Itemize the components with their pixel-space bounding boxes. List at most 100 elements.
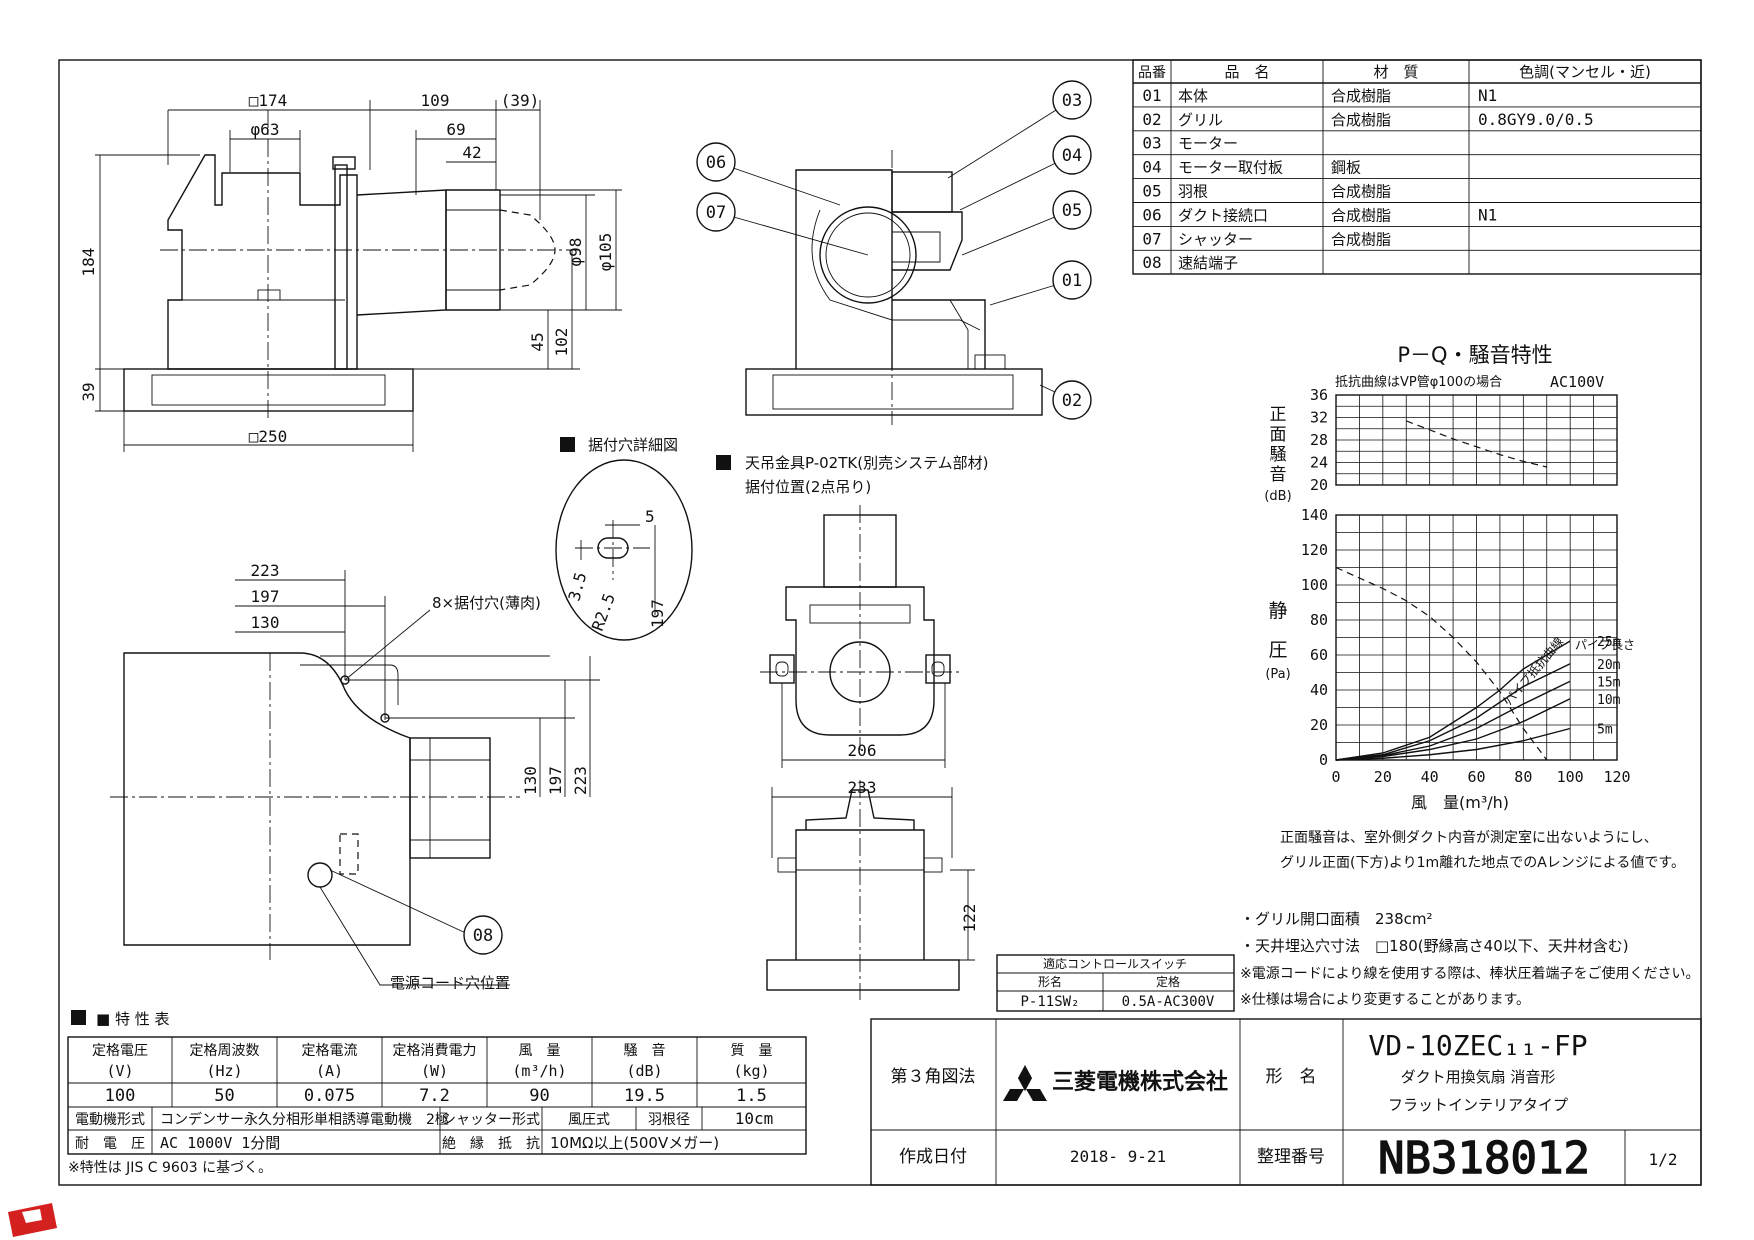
spec-shutter-value: 風圧式 (568, 1112, 610, 1128)
pq-ytick: 40 (1310, 681, 1328, 699)
spec-blade-value: 10cm (735, 1109, 774, 1128)
detail-dim-5: 5 (645, 507, 655, 526)
spec-header: 質 量 (731, 1043, 773, 1059)
spec-withstand-label: 耐 電 圧 (75, 1136, 145, 1152)
title-block: 第３角図法 三菱電機株式会社 形 名 VD-10ZEC₁₁-FP ダクト用換気扇… (870, 1018, 1702, 1186)
part-no: 08 (1142, 253, 1161, 272)
noise-ytick: 20 (1310, 476, 1328, 494)
callout-circle (1052, 190, 1092, 230)
pq-ytick: 60 (1310, 646, 1328, 664)
date-value: 2018- 9-21 (1070, 1147, 1166, 1166)
spec-unit: (dB) (626, 1062, 662, 1080)
model-number: VD-10ZEC₁₁-FP (1368, 1029, 1587, 1062)
note-grill-area: ・グリル開口面積 238cm² (1240, 910, 1433, 928)
spec-value: 1.5 (736, 1086, 767, 1106)
spec-blade-label: 羽根径 (648, 1112, 690, 1128)
pq-ylabel-2: 圧 (1268, 639, 1287, 661)
detail-dim-r25: R2.5 (588, 591, 619, 634)
chart-title: P－Q・騒音特性 (1397, 343, 1552, 367)
pq-chart: P－Q・騒音特性 抵抗曲線はVP管φ100の場合 AC100V 36322824… (1264, 343, 1635, 812)
pq-xtick: 80 (1514, 768, 1532, 786)
dim-sq250: □250 (249, 427, 288, 446)
spec-unit: (Hz) (206, 1062, 242, 1080)
spec-unit: (V) (106, 1062, 133, 1080)
dim-sq174: □174 (249, 91, 288, 110)
note-ceiling-hole: ・天井埋込穴寸法 □180(野縁高さ40以下、天井材含む) (1240, 937, 1629, 955)
spec-unit: (kg) (733, 1062, 769, 1080)
part-no: 01 (1142, 86, 1161, 105)
spec-header: 定格電圧 (92, 1043, 148, 1059)
part-material: 合成樹脂 (1331, 206, 1391, 224)
drawing-number: NB318012 (1378, 1133, 1590, 1184)
model-desc-2: フラットインテリアタイプ (1388, 1096, 1568, 1114)
dim-39: (39) (501, 91, 540, 110)
noise-curve (1406, 420, 1547, 468)
resistance-label-10m: 10m (1597, 693, 1621, 708)
spec-value: 90 (529, 1086, 549, 1106)
spec-header: 定格消費電力 (393, 1043, 477, 1059)
plan-dim-130-v: 130 (521, 766, 540, 795)
model-desc-1: ダクト用換気扇 消音形 (1401, 1068, 1556, 1086)
callout-05: 05 (1062, 201, 1082, 221)
spec-value: 100 (105, 1086, 136, 1106)
part-color: N1 (1478, 86, 1497, 105)
hanger-dim-122: 122 (960, 904, 979, 933)
detail-marker (560, 437, 575, 452)
noise-ytick: 24 (1310, 454, 1328, 472)
dim-109: 109 (421, 91, 450, 110)
brand-mark-icon (8, 1203, 57, 1237)
noise-ytick: 28 (1310, 431, 1328, 449)
parts-header-no: 品番 (1138, 65, 1166, 81)
company-name: 三菱電機株式会社 (1052, 1069, 1228, 1095)
spec-insulation-label: 絶 縁 抵 抗 (442, 1136, 540, 1152)
spec-withstand-value: AC 1000V 1分間 (160, 1134, 280, 1152)
resistance-curve (1335, 640, 1571, 761)
part-name: 本体 (1178, 87, 1208, 105)
callout-08: 08 (473, 926, 493, 946)
callout-circle (696, 142, 736, 182)
dim-102: 102 (552, 328, 571, 357)
hanger-subtitle: 据付位置(2点吊り) (745, 478, 871, 496)
dim-d105: φ105 (596, 233, 615, 272)
part-no: 06 (1142, 205, 1161, 224)
plan-dim-130: 130 (251, 613, 280, 632)
resistance-curve (1335, 663, 1571, 761)
detail-dim-197: 197 (648, 599, 667, 628)
part-name: 速結端子 (1178, 254, 1238, 272)
detail-title: 据付穴詳細図 (588, 436, 678, 454)
dim-39-base: 39 (79, 382, 98, 401)
note-noise-2: グリル正面(下方)より1m離れた地点でのAレンジによる値です。 (1280, 854, 1685, 871)
pq-xtick: 0 (1331, 768, 1340, 786)
resistance-curve (1335, 680, 1571, 761)
callout-circle (1052, 135, 1092, 175)
switch-table: 適応コントロールスイッチ 形名 定格 P-11SW₂ 0.5A-AC300V (996, 954, 1235, 1012)
callout-circle (1052, 380, 1092, 420)
plan-dim-223: 223 (251, 561, 280, 580)
pq-ytick: 20 (1310, 716, 1328, 734)
part-material: 合成樹脂 (1331, 183, 1391, 201)
plan-dim-197-v: 197 (546, 766, 565, 795)
callout-01: 01 (1062, 271, 1082, 291)
dim-d98: φ98 (566, 238, 585, 267)
spec-footnote: ※特性は JIS C 9603 に基づく。 (68, 1159, 272, 1176)
spec-unit: (m³/h) (512, 1062, 566, 1080)
part-no: 07 (1142, 229, 1161, 248)
dim-d63: φ63 (251, 120, 280, 139)
spec-motor-value: コンデンサー永久分相形単相誘導電動機 2極 (160, 1111, 449, 1128)
resistance-label-25m: 25m (1597, 635, 1621, 650)
hanger-dim-206: 206 (848, 741, 877, 760)
part-no: 03 (1142, 134, 1161, 153)
part-material: 合成樹脂 (1331, 111, 1391, 129)
callout-07: 07 (706, 203, 726, 223)
resistance-curve (1335, 698, 1571, 761)
pq-xtick: 20 (1374, 768, 1392, 786)
callout-02: 02 (1062, 391, 1082, 411)
spec-title: ■ 特 性 表 (96, 1010, 169, 1028)
spec-header: 定格電流 (302, 1043, 358, 1059)
mount-hole-detail: 据付穴詳細図 5 3.5 R2.5 197 (555, 436, 693, 641)
pq-ytick: 140 (1301, 506, 1328, 524)
part-material: 合成樹脂 (1331, 87, 1391, 105)
switch-header-rating: 定格 (1156, 974, 1180, 989)
